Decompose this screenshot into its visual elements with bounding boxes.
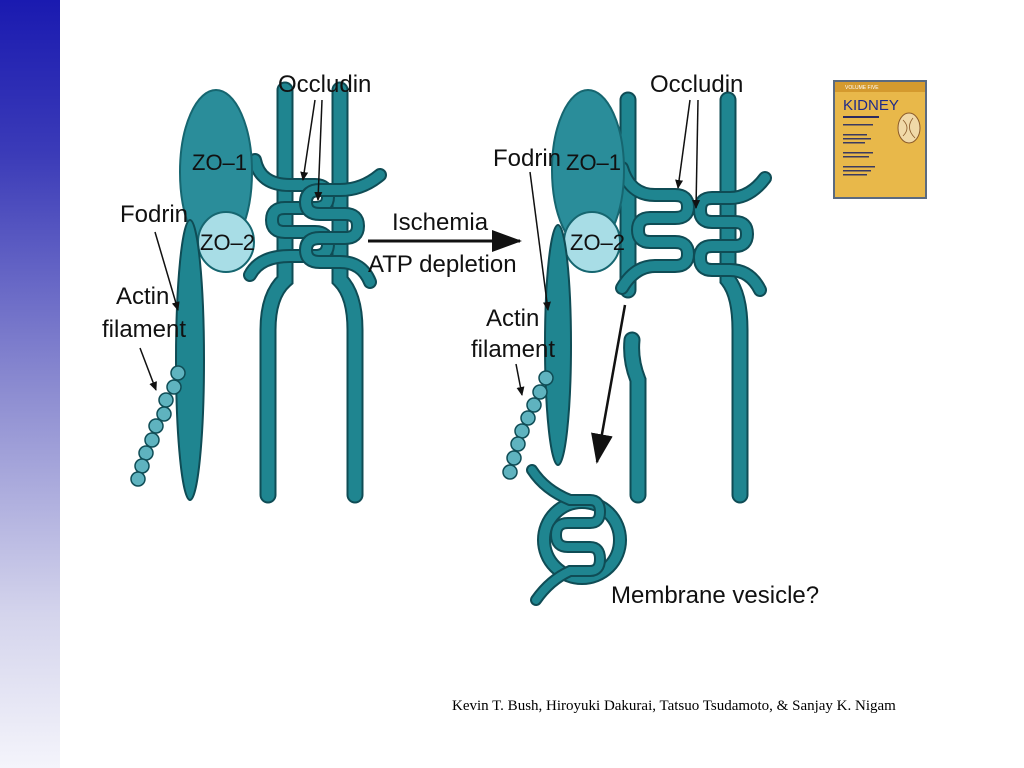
tight-junction-diagram: Occludin ZO–1 ZO–2 Fodrin Actin filament… bbox=[102, 71, 819, 609]
after-occludin-strands bbox=[615, 161, 772, 297]
before-actin-beads bbox=[130, 365, 186, 487]
after-actin-beads bbox=[502, 370, 554, 480]
book-header-text: VOLUME FIVE bbox=[845, 85, 879, 91]
arrow-label-atp-depletion: ATP depletion bbox=[368, 251, 517, 278]
before-panel: Occludin ZO–1 ZO–2 Fodrin Actin filament bbox=[102, 71, 387, 504]
author-credit: Kevin T. Bush, Hiroyuki Dakurai, Tatsuo … bbox=[452, 698, 896, 714]
arrow-label-ischemia: Ischemia bbox=[392, 209, 489, 236]
after-fodrin-label: Fodrin bbox=[493, 145, 561, 172]
before-membranes bbox=[259, 81, 364, 504]
after-pointer-lines bbox=[515, 99, 701, 464]
ischemia-arrow: Ischemia ATP depletion bbox=[368, 209, 522, 278]
after-fodrin-protein bbox=[544, 224, 572, 466]
before-zo2-label: ZO–2 bbox=[200, 230, 255, 255]
membrane-vesicle bbox=[526, 464, 627, 606]
before-actin-label-line1: Actin bbox=[116, 283, 169, 310]
before-occludin-strands bbox=[243, 153, 387, 289]
before-zo1-label: ZO–1 bbox=[192, 150, 247, 175]
after-actin-label-line2: filament bbox=[471, 336, 555, 363]
book-title-text: KIDNEY bbox=[843, 97, 899, 114]
after-panel: Occludin ZO–1 ZO–2 Fodrin Actin filament… bbox=[471, 71, 819, 609]
slide-sidebar-gradient bbox=[0, 0, 60, 768]
after-vesicle-label: Membrane vesicle? bbox=[611, 582, 819, 609]
after-actin-label-line1: Actin bbox=[486, 305, 539, 332]
before-fodrin-label: Fodrin bbox=[120, 201, 188, 228]
after-occludin-label: Occludin bbox=[650, 71, 743, 98]
after-membranes bbox=[619, 91, 749, 504]
after-zo1-label: ZO–1 bbox=[566, 150, 621, 175]
before-occludin-label: Occludin bbox=[278, 71, 371, 98]
kidney-book-cover-image: VOLUME FIVE KIDNEY bbox=[833, 80, 927, 199]
before-fodrin-protein bbox=[175, 219, 205, 501]
after-zo2-label: ZO–2 bbox=[570, 230, 625, 255]
before-pointer-lines bbox=[139, 99, 323, 391]
before-actin-label-line2: filament bbox=[102, 316, 186, 343]
